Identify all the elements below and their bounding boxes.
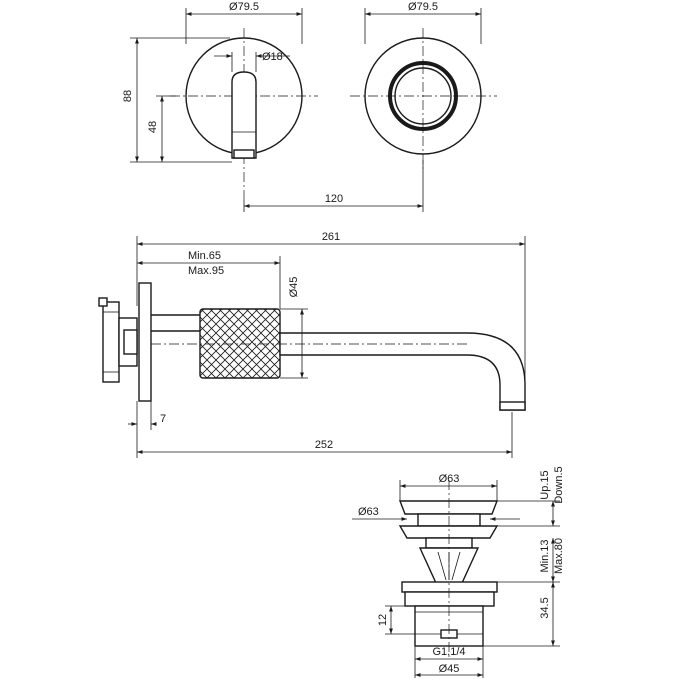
dim-thread: G1.1/4 (432, 646, 465, 658)
spider-leg (437, 551, 447, 581)
dim-spout-diameter: Ø18 (262, 51, 283, 63)
front-view-valve: Ø79.5 (350, 1, 497, 170)
drain-cap (398, 500, 499, 515)
dim-valve-plate-diameter: Ø79.5 (408, 1, 438, 13)
drain-locknut (401, 581, 498, 593)
dim-body-height: 34.5 (539, 597, 551, 618)
dim-grip-min: Min.13 (539, 539, 551, 572)
dim-wall-min: Min.65 (188, 250, 221, 262)
mounting-lug (98, 297, 108, 307)
dim-travel-down: Down.5 (553, 466, 565, 503)
spout-front (231, 71, 257, 159)
dim-cap-diameter: Ø63 (439, 473, 460, 485)
drain-view: Ø63 Ø63 Up.15 Down.5 Min.13 Max.80 34.5 … (352, 466, 565, 678)
dim-plate-thickness: 7 (160, 413, 166, 425)
front-view-spout: Ø79.5 Ø18 88 48 120 (122, 1, 424, 212)
dim-center-distance: 120 (325, 193, 343, 205)
dim-height-outlet: 48 (147, 121, 159, 133)
dim-seat-diameter: Ø63 (358, 506, 379, 518)
dim-length-total: 261 (322, 231, 340, 243)
valve-stem (123, 329, 138, 355)
wall-plate-side (138, 282, 152, 402)
spout-aerator (499, 401, 526, 411)
dim-grip-max: Max.80 (553, 538, 565, 574)
drain-seat (398, 525, 499, 539)
side-view: 261 Min.65 Max.95 Ø45 7 252 (98, 231, 526, 458)
knurled-handle (199, 308, 281, 379)
drain-washer (404, 591, 495, 607)
dim-wall-max: Max.95 (188, 265, 224, 277)
dim-handle-diameter: Ø45 (288, 277, 300, 298)
dim-body-diameter: Ø45 (439, 663, 460, 675)
dim-travel-up: Up.15 (539, 470, 551, 499)
spider-leg (451, 551, 461, 581)
spout-arm (279, 332, 526, 411)
spout-aerator-front (233, 149, 255, 159)
mounting-box (102, 301, 120, 383)
dim-reach: 252 (315, 439, 333, 451)
dim-height-total: 88 (122, 90, 134, 102)
dim-plate-diameter: Ø79.5 (229, 1, 259, 13)
dim-thread-height: 12 (377, 614, 389, 626)
